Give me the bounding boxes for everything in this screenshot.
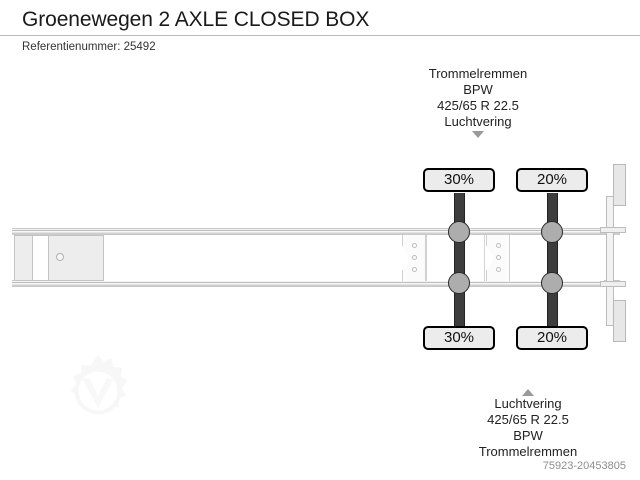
annotation-bottom: Luchtvering 425/65 R 22.5 BPW Trommelrem… [428,388,628,460]
axle-1-tread-badge-top: 30% [423,168,495,192]
annotation-bottom-line-3: BPW [513,428,543,443]
header-divider [0,35,640,36]
rear-frame-post [606,196,614,326]
rear-crossmember-bottom [600,281,626,287]
hanger-holes-right [496,243,501,279]
hanger-hole [412,255,417,260]
axle-2-tread-badge-top: 20% [516,168,588,192]
front-gap [33,236,48,280]
front-divider-right [48,236,49,280]
rear-mudguard-top [613,164,626,206]
kingpin-icon [56,253,64,261]
axle-2-bar [547,193,558,330]
annotation-bottom-line-1: Luchtvering [494,396,562,411]
annotation-top-line-1: Trommelremmen [428,66,528,81]
axle-1-hub-bottom [448,272,470,294]
annotation-top-line-2: BPW [463,82,493,97]
annotation-bottom-line-2: 425/65 R 22.5 [487,412,569,427]
hanger-hole [496,267,501,272]
hanger-holes-left [412,243,417,279]
annotation-top-line-3: 425/65 R 22.5 [437,98,519,113]
hanger-hole [412,267,417,272]
page-header: Groenewegen 2 AXLE CLOSED BOX Referentie… [0,0,640,53]
hanger-edge-left [426,235,427,281]
annotation-top-line-4: Luchtvering [444,114,512,129]
arrow-up-icon [522,389,534,396]
front-section [14,235,104,281]
annotation-top: Trommelremmen BPW 425/65 R 22.5 Luchtver… [378,66,578,138]
hanger-hole [496,243,501,248]
reference-number: Referentienummer: 25492 [22,41,156,53]
front-divider-left [32,236,33,280]
axle-2-hub-top [541,221,563,243]
hanger-hole [496,255,501,260]
rear-mudguard-bottom [613,300,626,342]
page-title: Groenewegen 2 AXLE CLOSED BOX [22,8,370,31]
chassis-rail-bottom [12,280,620,287]
rear-crossmember-top [600,227,626,233]
axle-1-tread-badge-bottom: 30% [423,326,495,350]
annotation-bottom-line-4: Trommelremmen [478,444,578,459]
hanger-edge-right [484,235,485,281]
axle-1-hub-top [448,221,470,243]
hanger-hole [412,243,417,248]
axle-2-hub-bottom [541,272,563,294]
chassis-rail-top [12,228,620,235]
axle-2-tread-badge-bottom: 20% [516,326,588,350]
arrow-down-icon [472,131,484,138]
axle-1-bar [454,193,465,330]
gear-watermark-icon [70,355,128,415]
image-id-label: 75923-20453805 [542,460,626,472]
